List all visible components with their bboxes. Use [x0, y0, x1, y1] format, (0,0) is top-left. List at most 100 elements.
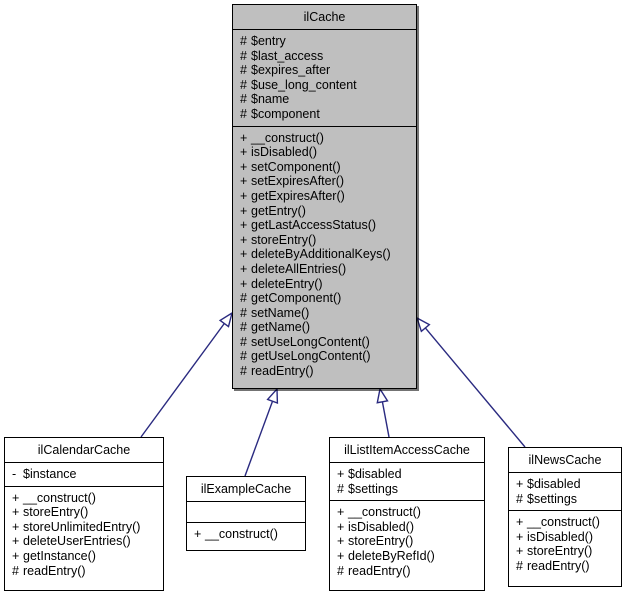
uml-operation-row: +storeEntry() — [240, 233, 416, 248]
uml-attributes-section: #$entry#$last_access#$expires_after#$use… — [233, 30, 416, 127]
visibility-marker: # — [240, 291, 247, 306]
visibility-marker: # — [240, 48, 247, 63]
operation-name: __construct() — [348, 505, 421, 520]
visibility-marker: # — [240, 320, 247, 335]
uml-class-ilNewsCache[interactable]: ilNewsCache+$disabled#$settings+__constr… — [508, 447, 622, 587]
visibility-marker: + — [240, 174, 248, 189]
attribute-name: $settings — [348, 481, 399, 496]
attribute-name: $last_access — [251, 48, 324, 63]
visibility-marker: + — [337, 548, 345, 563]
operation-name: deleteEntry() — [251, 276, 323, 291]
attribute-name: $settings — [527, 491, 578, 506]
visibility-marker: + — [337, 467, 345, 481]
visibility-marker: + — [12, 490, 20, 505]
attribute-name: $component — [251, 106, 320, 121]
visibility-marker: + — [12, 519, 20, 534]
edge-line — [424, 327, 526, 448]
uml-operation-row: +isDisabled() — [516, 530, 621, 545]
visibility-marker: + — [516, 529, 524, 544]
operation-name: readEntry() — [23, 563, 86, 578]
uml-operation-row: +storeEntry() — [12, 505, 163, 520]
inheritance-arrow-ilNewsCache — [415, 316, 526, 448]
operation-name: getEntry() — [251, 203, 306, 218]
uml-operation-row: +__construct() — [240, 131, 416, 146]
uml-operation-row: +deleteEntry() — [240, 277, 416, 292]
attribute-name: $instance — [23, 467, 77, 481]
uml-operation-row: #readEntry() — [240, 364, 416, 379]
uml-operation-row: +deleteByAdditionalKeys() — [240, 247, 416, 262]
operation-name: __construct() — [205, 527, 278, 541]
operation-name: setComponent() — [251, 159, 341, 174]
uml-class-title: ilCache — [233, 5, 416, 30]
operation-name: storeUnlimitedEntry() — [23, 519, 141, 534]
uml-attribute-row: -$instance — [12, 467, 163, 482]
operation-name: isDisabled() — [527, 529, 593, 544]
uml-operation-row: +storeEntry() — [337, 534, 484, 549]
operation-name: deleteAllEntries() — [251, 261, 347, 276]
generalization-arrowhead-icon — [415, 316, 431, 333]
uml-operation-row: #setName() — [240, 306, 416, 321]
visibility-marker: + — [337, 505, 345, 520]
operation-name: getLastAccessStatus() — [251, 218, 377, 233]
operation-name: getExpiresAfter() — [251, 188, 345, 203]
uml-operation-row: +deleteUserEntries() — [12, 534, 163, 549]
uml-operation-row: #getName() — [240, 320, 416, 335]
uml-class-ilExampleCache[interactable]: ilExampleCache +__construct() — [186, 476, 306, 551]
uml-class-ilListItemAccessCache[interactable]: ilListItemAccessCache+$disabled#$setting… — [329, 437, 485, 591]
visibility-marker: + — [240, 159, 248, 174]
visibility-marker: # — [240, 106, 247, 121]
uml-attribute-row: # $last_access — [240, 49, 416, 64]
uml-class-ilCache[interactable]: ilCache#$entry#$last_access#$expires_aft… — [232, 4, 417, 389]
uml-attributes-section: -$instance — [5, 463, 163, 487]
uml-operation-row: +getEntry() — [240, 204, 416, 219]
attribute-name: $disabled — [527, 477, 581, 491]
uml-operation-row: +isDisabled() — [337, 520, 484, 535]
uml-operation-row: +setComponent() — [240, 160, 416, 175]
operation-name: getComponent() — [251, 291, 342, 306]
uml-operation-row: #getUseLongContent() — [240, 349, 416, 364]
uml-class-title: ilCalendarCache — [5, 438, 163, 463]
uml-class-title: ilExampleCache — [187, 477, 305, 502]
visibility-marker: + — [240, 232, 248, 247]
visibility-marker: + — [240, 145, 248, 160]
visibility-marker: + — [240, 130, 248, 145]
uml-attribute-row: #$entry — [240, 34, 416, 49]
operation-name: storeEntry() — [348, 534, 414, 549]
visibility-marker: # — [240, 334, 247, 349]
visibility-marker: + — [240, 247, 248, 262]
operation-name: __construct() — [23, 490, 96, 505]
uml-operation-row: #readEntry() — [516, 559, 621, 574]
operation-name: storeEntry() — [527, 544, 593, 559]
attribute-name: $disabled — [348, 467, 402, 481]
uml-operation-row: +storeEntry() — [516, 544, 621, 559]
visibility-marker: + — [516, 515, 524, 530]
operation-name: getUseLongContent() — [251, 349, 371, 364]
uml-attributes-section: +$disabled#$settings — [330, 463, 484, 502]
operation-name: deleteUserEntries() — [23, 534, 131, 549]
uml-attribute-row: # $component — [240, 107, 416, 122]
visibility-marker: # — [240, 305, 247, 320]
operation-name: deleteByAdditionalKeys() — [251, 247, 391, 262]
uml-operation-row: +__construct() — [194, 527, 305, 542]
visibility-marker: # — [337, 481, 344, 496]
attribute-name: $use_long_content — [251, 77, 357, 92]
uml-operation-row: +getInstance() — [12, 549, 163, 564]
uml-attributes-section — [187, 502, 305, 523]
uml-operations-section: +__construct()+storeEntry()+storeUnlimit… — [5, 487, 163, 583]
edge-line — [381, 401, 390, 438]
visibility-marker: + — [240, 276, 248, 291]
visibility-marker: # — [240, 63, 247, 78]
uml-attribute-row: #$use_long_content — [240, 78, 416, 93]
visibility-marker: # — [12, 563, 19, 578]
visibility-marker: + — [516, 477, 524, 491]
uml-attribute-row: +$disabled — [337, 467, 484, 482]
edge-line — [140, 323, 225, 438]
operation-name: readEntry() — [527, 558, 590, 573]
uml-class-ilCalendarCache[interactable]: ilCalendarCache-$instance+__construct()+… — [4, 437, 164, 591]
inheritance-arrow-ilListItemAccessCache — [376, 387, 390, 438]
attribute-name: $expires_after — [251, 63, 331, 78]
uml-operation-row: #setUseLongContent() — [240, 335, 416, 350]
uml-operation-row: +__construct() — [12, 491, 163, 506]
attribute-name: $entry — [251, 34, 286, 48]
visibility-marker: + — [337, 519, 345, 534]
